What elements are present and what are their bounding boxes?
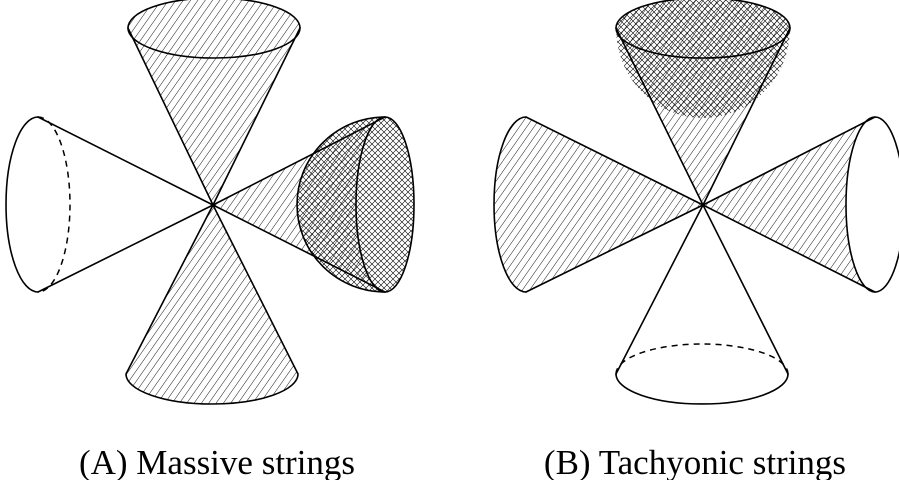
- panel-b: [493, 0, 899, 405]
- panel-a-right-cone: [212, 116, 415, 293]
- panel-b-right-cone: [702, 116, 899, 293]
- panel-a-top-cone: [127, 0, 301, 206]
- panel-b-caption: (B) Tachyonic strings: [544, 443, 846, 480]
- panel-a-left-cone: [5, 116, 214, 293]
- panel-a: [5, 0, 415, 405]
- panel-b-left-cone: [493, 116, 704, 293]
- panel-a-caption: (A) Massive strings: [79, 443, 355, 480]
- panel-b-bottom-cone: [615, 204, 789, 405]
- panel-a-bottom-cone: [125, 204, 299, 405]
- panel-b-top-cone: [615, 0, 791, 206]
